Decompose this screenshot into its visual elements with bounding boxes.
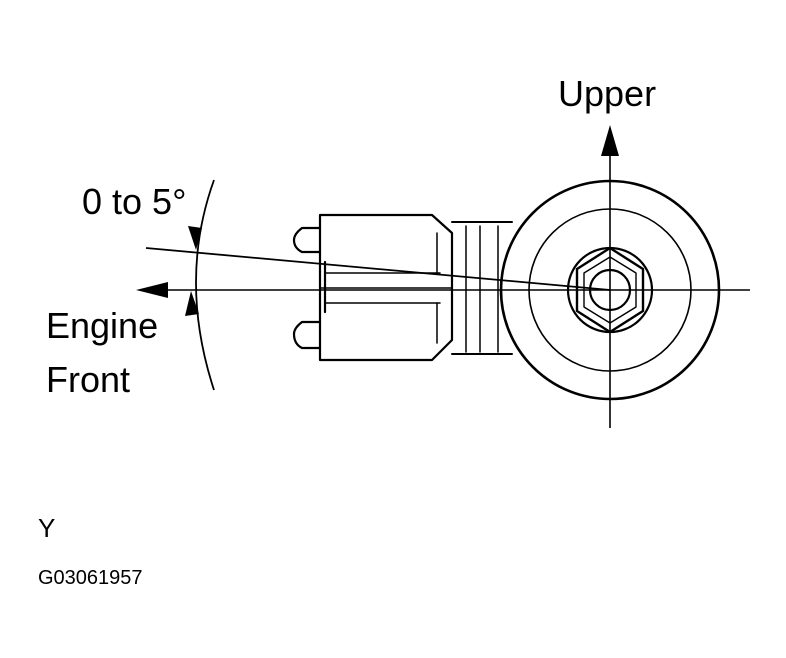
reference-lines — [140, 140, 750, 428]
upper-arrow-icon — [601, 125, 619, 156]
connector-latch-tabs — [292, 226, 322, 350]
labels: Upper 0 to 5° Engine Front Y G03061957 — [38, 73, 656, 589]
sensor-neck — [451, 221, 513, 355]
figure-id: G03061957 — [38, 567, 143, 589]
angle-arrow-bottom-icon — [185, 291, 199, 316]
angle-label: 0 to 5° — [82, 181, 186, 222]
upper-label: Upper — [558, 73, 656, 114]
connector-housing — [318, 213, 454, 362]
front-arrow-icon — [136, 282, 168, 298]
arrows — [136, 125, 619, 316]
view-label: Y — [38, 513, 55, 543]
angled-axis-line — [145, 247, 611, 291]
angle-arrow-top-icon — [188, 226, 202, 250]
angle-arc — [195, 179, 215, 391]
front-label: Front — [46, 359, 130, 400]
engine-label: Engine — [46, 305, 158, 346]
